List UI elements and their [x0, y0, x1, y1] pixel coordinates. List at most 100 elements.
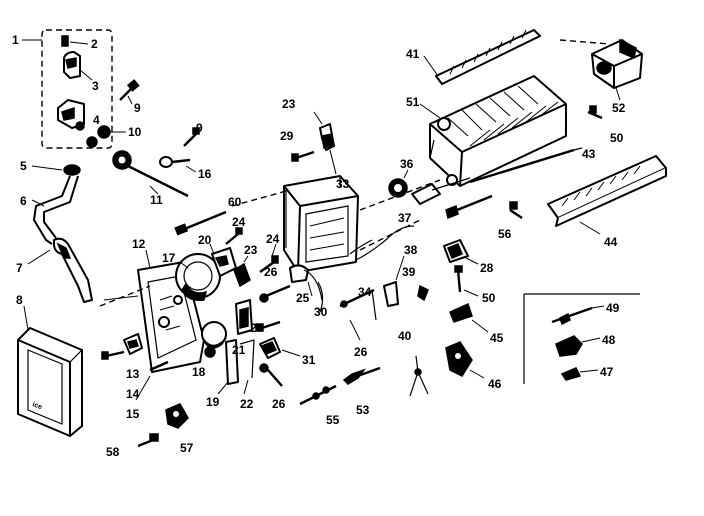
label-part-23-b: 23	[282, 97, 296, 111]
part-43-rake	[469, 147, 583, 184]
part-group-1	[22, 29, 113, 149]
label-part-10: 10	[128, 125, 142, 139]
part-50-screw-upper	[587, 105, 603, 120]
label-part-50-lower: 50	[482, 291, 496, 305]
label-part-28: 28	[480, 261, 494, 275]
label-part-47: 47	[600, 365, 614, 379]
part-60-pin	[174, 210, 227, 236]
label-part-57: 57	[180, 441, 194, 455]
label-part-5: 5	[20, 159, 27, 173]
label-part-30: 30	[314, 305, 328, 319]
part-51-mold	[419, 75, 567, 187]
label-part-11: 11	[150, 193, 163, 207]
kit-parts-47-49	[523, 293, 640, 384]
part-3-clip	[63, 51, 93, 81]
part-34-shaft	[339, 288, 377, 321]
part-31-bracket	[259, 337, 301, 359]
label-part-18: 18	[192, 365, 206, 379]
label-part-26-a: 26	[264, 265, 278, 279]
assembly-guide-lines	[99, 39, 611, 307]
label-part-8: 8	[16, 293, 23, 307]
part-36-gear	[388, 169, 409, 198]
label-part-33: 33	[336, 177, 350, 191]
svg-text:ice: ice	[31, 401, 43, 411]
part-23-switch-b	[313, 111, 337, 175]
label-part-46: 46	[488, 377, 502, 391]
part-53-heater	[342, 366, 381, 385]
label-part-9-lower: 9	[196, 121, 203, 135]
label-part-37: 37	[398, 211, 412, 225]
part-15-screw	[135, 360, 169, 401]
part-22-arm	[239, 339, 255, 395]
label-part-23-a: 23	[244, 243, 258, 257]
label-part-60: 60	[228, 195, 242, 209]
part-14-screw	[101, 350, 125, 360]
part-39-clip	[417, 284, 429, 302]
label-part-51: 51	[406, 95, 420, 109]
part-24-screw-b	[259, 243, 279, 273]
part-58-screw	[137, 433, 159, 448]
part-16-washer	[159, 156, 197, 173]
part-2-screw	[61, 35, 89, 47]
label-part-50-upper: 50	[610, 131, 624, 145]
label-part-4: 4	[93, 113, 100, 127]
part-52-cover	[591, 38, 643, 101]
label-part-34: 34	[358, 285, 372, 299]
part-6-fill-tube	[27, 164, 93, 303]
label-part-39: 39	[402, 265, 416, 279]
part-41-stripper	[423, 29, 541, 85]
label-part-9-upper: 9	[134, 101, 141, 115]
label-part-3: 3	[92, 79, 99, 93]
part-26-screw-a	[259, 284, 291, 303]
label-part-16: 16	[198, 167, 212, 181]
label-part-24-b: 24	[266, 232, 280, 246]
label-part-6: 6	[20, 194, 27, 208]
part-25-arm	[289, 264, 323, 301]
part-38-bracket	[383, 255, 405, 307]
part-21-spring	[235, 299, 253, 335]
label-part-2: 2	[91, 37, 98, 51]
label-part-25: 25	[296, 291, 310, 305]
part-30-link	[317, 281, 324, 313]
part-5-cap	[63, 164, 81, 176]
label-part-1: 1	[12, 33, 19, 47]
label-part-43: 43	[582, 147, 596, 161]
label-part-15: 15	[126, 407, 140, 421]
label-part-21: 21	[232, 343, 246, 357]
label-part-24-a: 24	[232, 215, 246, 229]
part-47-fitting	[560, 367, 599, 381]
part-thermostat	[411, 177, 493, 220]
part-4-bracket	[57, 99, 98, 148]
part-10-grommet	[97, 125, 126, 139]
part-28-bracket	[443, 239, 479, 265]
label-part-40: 40	[398, 329, 412, 343]
part-46-valve	[445, 341, 485, 379]
part-19-lever	[217, 339, 239, 395]
label-part-36: 36	[400, 157, 414, 171]
part-48-valve-part	[555, 335, 601, 357]
label-part-20: 20	[198, 233, 212, 247]
part-11-shaft	[112, 150, 189, 198]
label-part-7: 7	[16, 261, 23, 275]
part-27-screw	[255, 320, 281, 332]
label-part-22: 22	[240, 397, 254, 411]
label-part-26-c: 26	[354, 345, 368, 359]
part-13-clip	[123, 333, 143, 355]
label-part-44: 44	[604, 235, 618, 249]
part-26-screw-b	[259, 363, 283, 387]
part-26-screw-c	[349, 319, 361, 341]
part-9-screw-lower	[183, 127, 200, 147]
part-45-fitting	[449, 302, 489, 333]
label-part-12: 12	[132, 237, 146, 251]
label-part-19: 19	[206, 395, 220, 409]
label-part-58: 58	[106, 445, 120, 459]
part-40-wire	[409, 355, 429, 397]
group-1-dashed-outline	[41, 29, 113, 149]
label-part-48: 48	[602, 333, 616, 347]
label-part-41: 41	[406, 47, 420, 61]
label-part-13: 13	[126, 367, 140, 381]
label-part-14: 14	[126, 387, 140, 401]
part-44-shield	[547, 155, 667, 235]
